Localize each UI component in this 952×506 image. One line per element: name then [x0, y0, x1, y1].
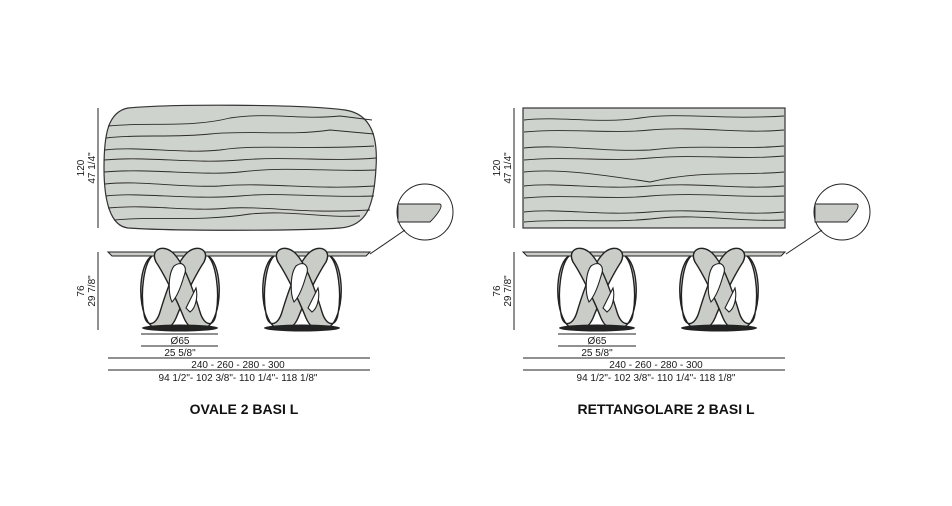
- drawing-rettangolare: 120 47 1/4" 76 29 7/8" Ø65 25 5/8" 240 -…: [492, 107, 871, 417]
- base-diameter-cm: Ø65: [171, 336, 190, 347]
- height-cm-label: 76: [492, 285, 503, 297]
- length-in: 94 1/2"- 102 3/8"- 110 1/4"- 118 1/8": [577, 373, 736, 384]
- edge-profile: [397, 203, 442, 223]
- base-left: [557, 247, 637, 333]
- depth-in-label: 47 1/4": [87, 152, 98, 184]
- rect-top-view: [522, 107, 786, 229]
- length-in: 94 1/2"- 102 3/8"- 110 1/4"- 118 1/8": [159, 373, 318, 384]
- base-diameter-in: 25 5/8": [164, 348, 196, 359]
- base-right: [679, 247, 759, 333]
- depth-cm-label: 120: [492, 159, 503, 176]
- detail-leader: [369, 229, 406, 255]
- height-in-label: 29 7/8": [87, 275, 98, 307]
- depth-in-label: 47 1/4": [503, 152, 514, 184]
- height-cm-label: 76: [76, 285, 87, 297]
- drawing-title: RETTANGOLARE 2 BASI L: [577, 401, 755, 417]
- length-cm: 240 - 260 - 280 - 300: [191, 360, 285, 371]
- tabletop-side: [106, 251, 372, 257]
- drawing-ovale: 120 47 1/4" 76 29 7/8" Ø65 25 5/8" 240 -…: [76, 104, 454, 417]
- drawing-title: OVALE 2 BASI L: [190, 401, 299, 417]
- base-right: [262, 247, 342, 333]
- base-diameter-in: 25 5/8": [581, 348, 613, 359]
- base-left: [140, 247, 220, 333]
- height-in-label: 29 7/8": [503, 275, 514, 307]
- length-cm: 240 - 260 - 280 - 300: [609, 360, 703, 371]
- edge-profile: [814, 203, 859, 223]
- depth-cm-label: 120: [76, 159, 87, 176]
- tabletop-side: [521, 251, 787, 257]
- detail-leader: [785, 229, 823, 255]
- oval-top-view: [103, 104, 377, 231]
- base-diameter-cm: Ø65: [588, 336, 607, 347]
